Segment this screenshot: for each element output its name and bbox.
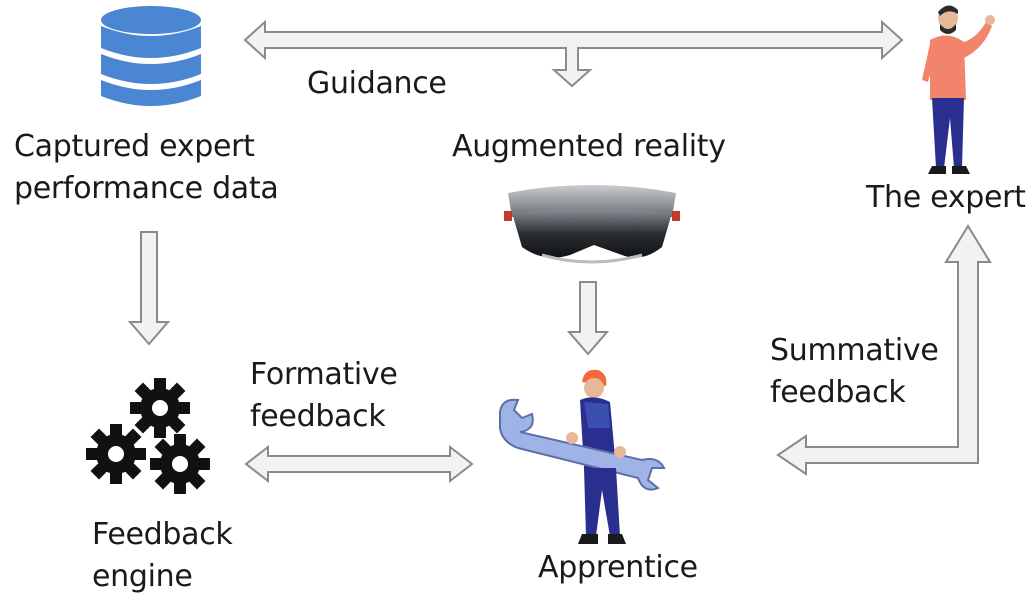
summative-feedback-arrow [776,224,992,476]
guidance-label: Guidance [307,66,447,101]
headset-label: Augmented reality [452,129,726,164]
apprentice-person-icon [499,369,666,544]
formative-feedback-arrow [244,444,474,484]
formative-label-line2: feedback [250,399,386,434]
database-icon [101,6,201,106]
database-label-line1: Captured expert [14,129,255,164]
gears-icon [86,378,210,494]
formative-label-line1: Formative [250,357,398,392]
engine-label-line1: Feedback [92,517,233,552]
database-label-line2: performance data [14,171,279,206]
expert-label: The expert [866,180,1026,215]
guidance-arrow [243,19,904,88]
ar-headset-icon [504,185,680,264]
apprentice-label: Apprentice [538,550,698,585]
headset-to-apprentice-arrow [566,281,610,356]
database-to-engine-arrow [127,231,171,346]
summative-label-line2: feedback [770,375,906,410]
summative-label-line1: Summative [770,333,939,368]
engine-label-line2: engine [92,559,193,594]
expert-person-icon [922,5,995,174]
